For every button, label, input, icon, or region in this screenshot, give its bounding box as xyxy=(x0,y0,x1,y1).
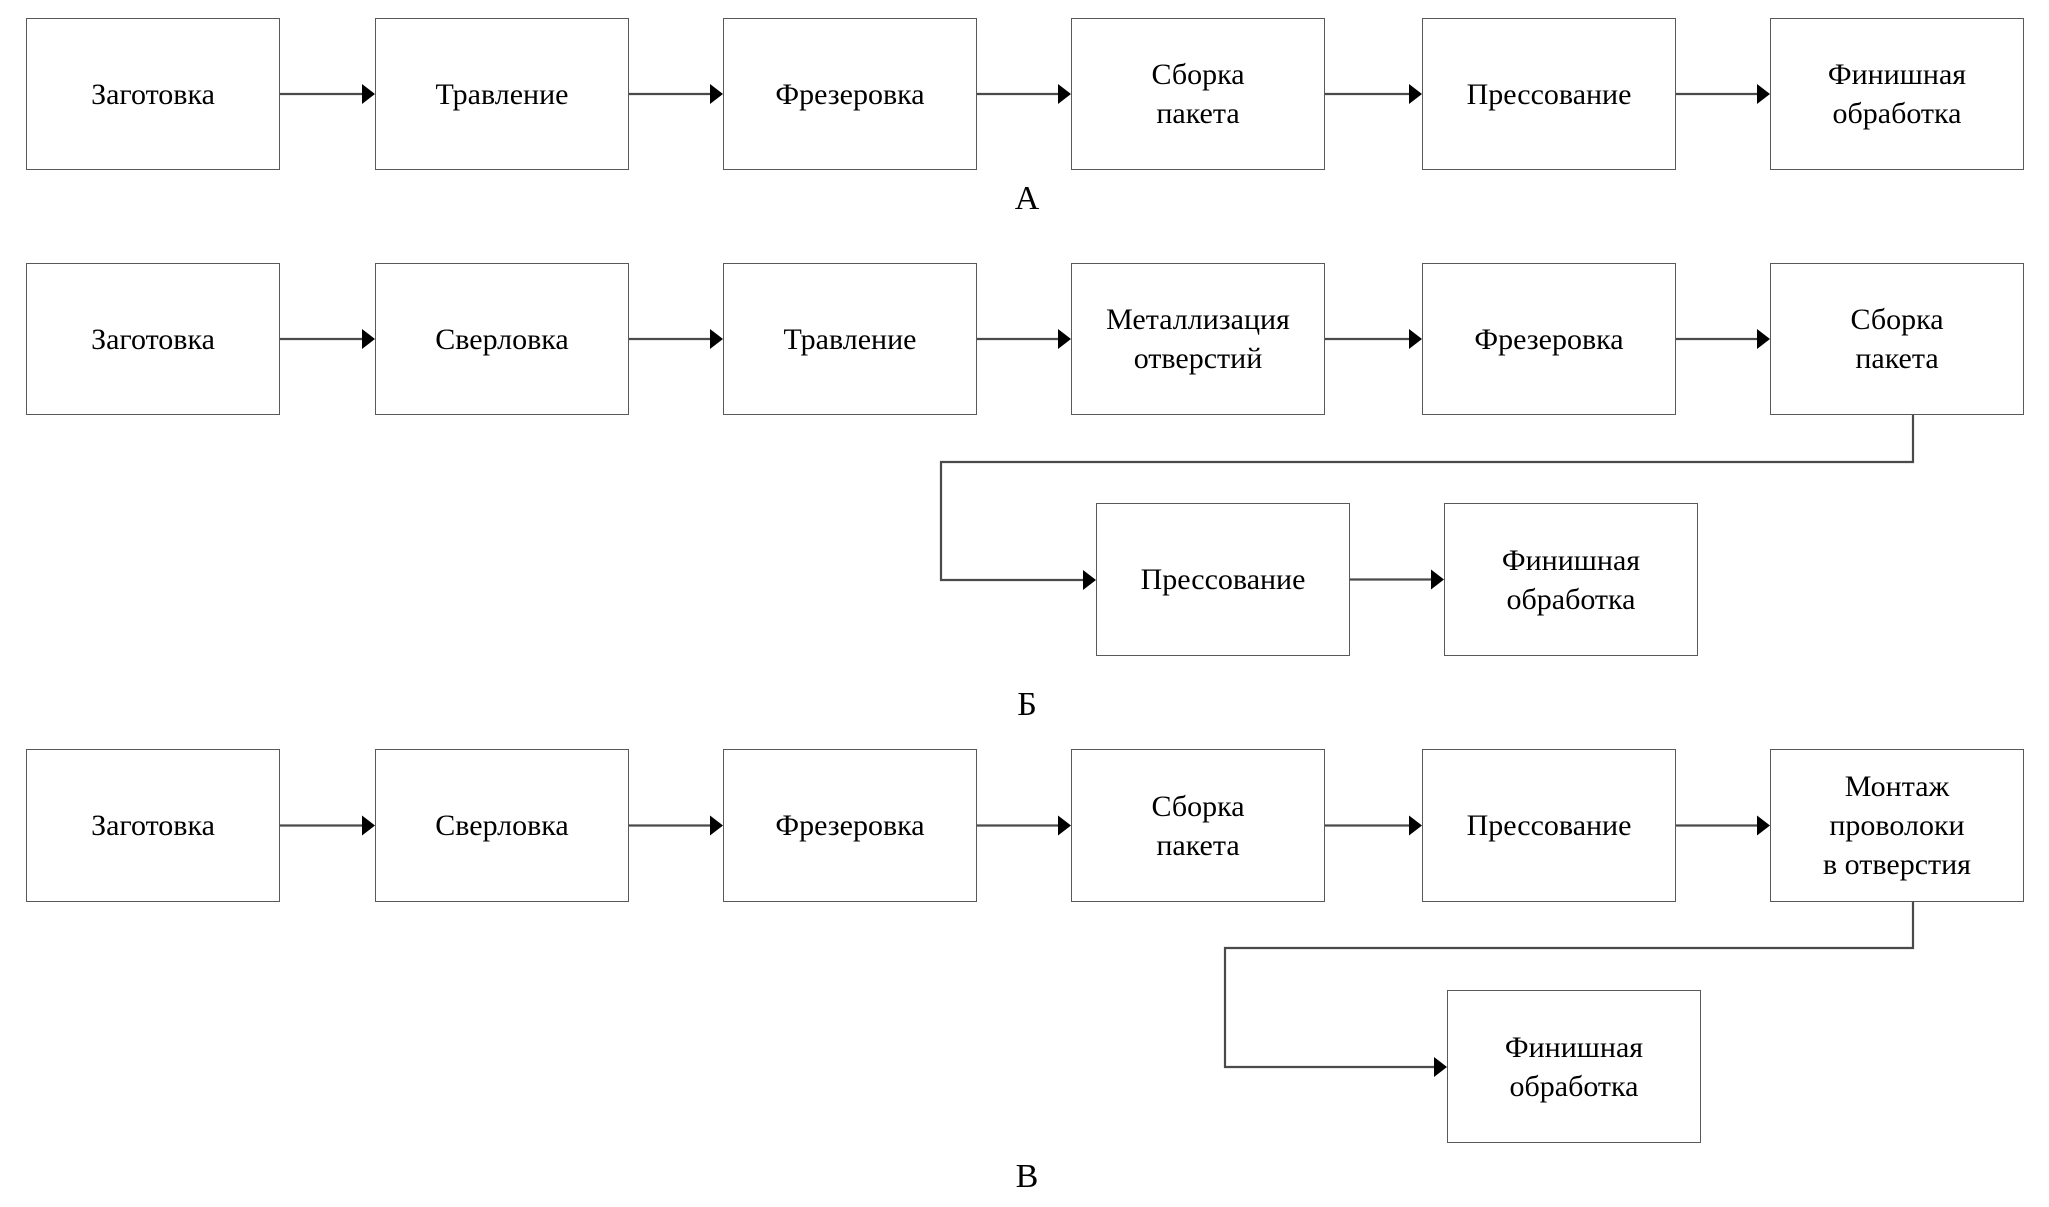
arrowhead xyxy=(1434,1057,1447,1077)
arrowhead xyxy=(1058,84,1071,104)
process-node-c7[interactable]: Финишная обработка xyxy=(1447,990,1701,1143)
process-node-c4[interactable]: Сборка пакета xyxy=(1071,749,1325,902)
arrowhead xyxy=(1058,329,1071,349)
section-label-a: А xyxy=(1014,180,1040,217)
process-node-c3[interactable]: Фрезеровка xyxy=(723,749,977,902)
section-label-c: В xyxy=(1015,1158,1039,1195)
process-node-a4[interactable]: Сборка пакета xyxy=(1071,18,1325,170)
arrowhead xyxy=(1058,815,1071,836)
process-node-b7[interactable]: Прессование xyxy=(1096,503,1350,656)
arrowhead xyxy=(362,329,375,349)
process-node-a2[interactable]: Травление xyxy=(375,18,629,170)
process-node-b2[interactable]: Сверловка xyxy=(375,263,629,415)
process-node-b6[interactable]: Сборка пакета xyxy=(1770,263,2024,415)
process-node-c6[interactable]: Монтаж проволоки в отверстия xyxy=(1770,749,2024,902)
process-node-c5[interactable]: Прессование xyxy=(1422,749,1676,902)
arrowhead xyxy=(1409,329,1422,349)
arrowhead xyxy=(362,84,375,104)
arrowhead xyxy=(362,815,375,836)
arrowhead xyxy=(1083,570,1096,590)
process-node-c1[interactable]: Заготовка xyxy=(26,749,280,902)
arrowhead xyxy=(1757,329,1770,349)
arrowhead xyxy=(1757,815,1770,836)
process-node-c2[interactable]: Сверловка xyxy=(375,749,629,902)
arrowhead xyxy=(1409,815,1422,836)
arrowhead xyxy=(710,84,723,104)
arrowhead xyxy=(1431,569,1444,590)
arrowhead xyxy=(710,329,723,349)
arrowhead xyxy=(1409,84,1422,104)
process-node-b4[interactable]: Металлизация отверстий xyxy=(1071,263,1325,415)
process-node-b1[interactable]: Заготовка xyxy=(26,263,280,415)
section-label-b: Б xyxy=(1017,686,1037,723)
connector-wrap-b6-to-b7 xyxy=(939,415,1915,582)
process-node-b8[interactable]: Финишная обработка xyxy=(1444,503,1698,656)
process-node-a3[interactable]: Фрезеровка xyxy=(723,18,977,170)
process-node-a6[interactable]: Финишная обработка xyxy=(1770,18,2024,170)
arrowhead xyxy=(1757,84,1770,104)
process-node-b3[interactable]: Травление xyxy=(723,263,977,415)
process-node-a1[interactable]: Заготовка xyxy=(26,18,280,170)
process-node-a5[interactable]: Прессование xyxy=(1422,18,1676,170)
arrowhead xyxy=(710,815,723,836)
process-node-b5[interactable]: Фрезеровка xyxy=(1422,263,1676,415)
